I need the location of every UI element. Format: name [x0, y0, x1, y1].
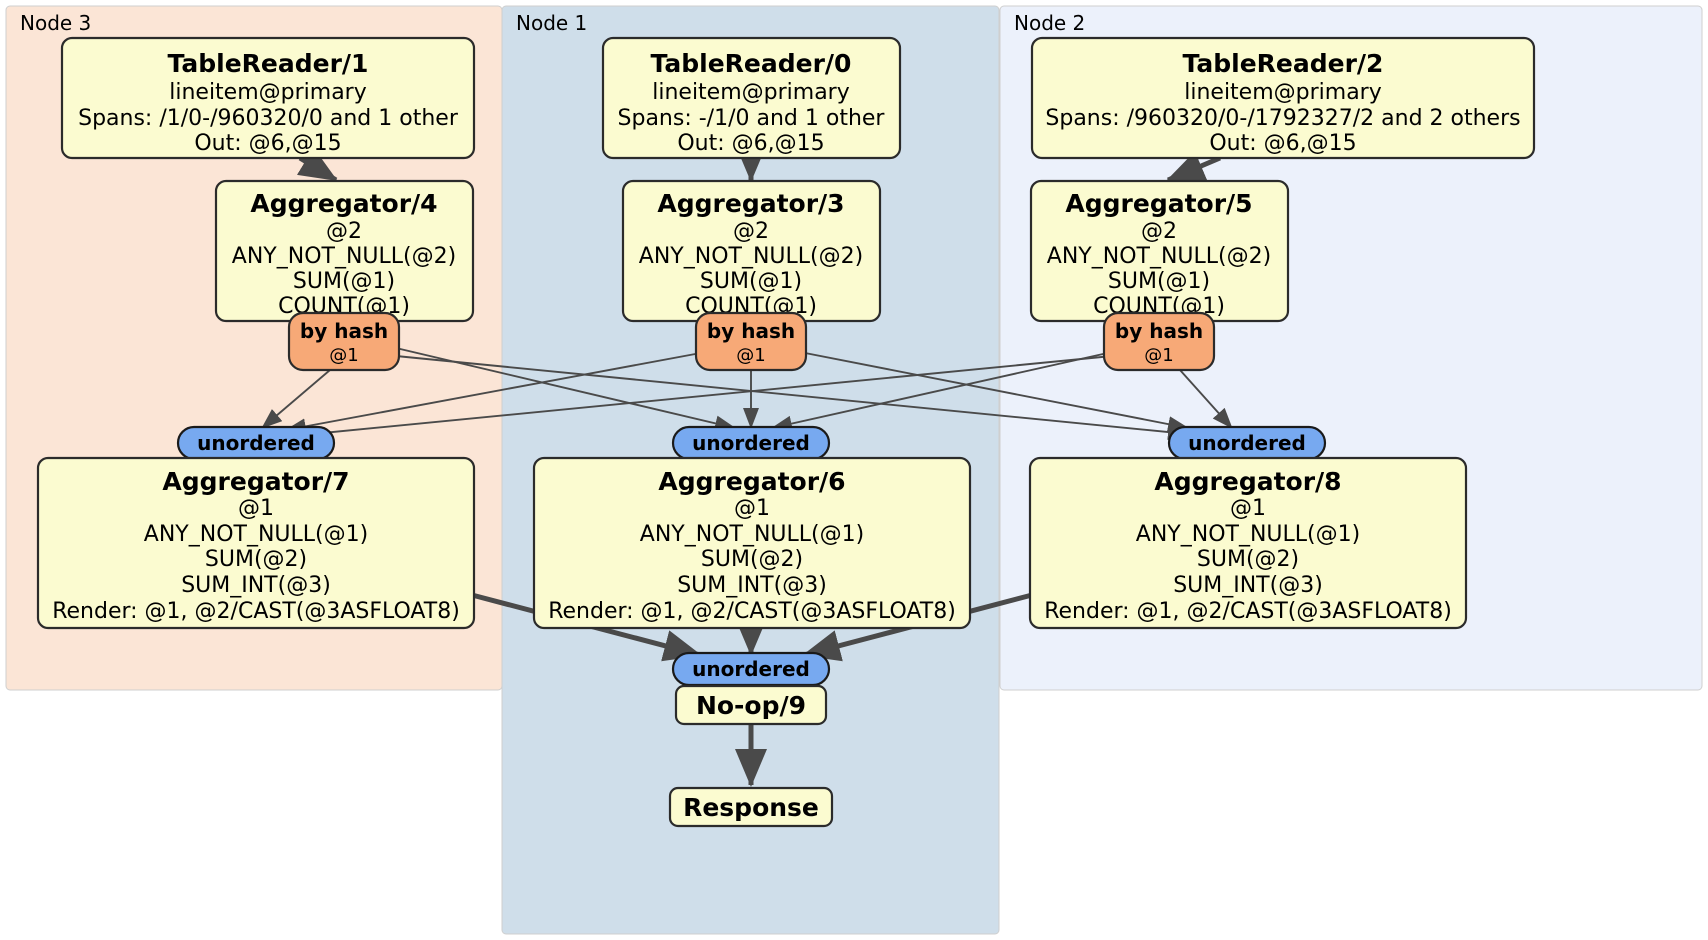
byhash3-sub: @1: [736, 345, 765, 366]
aggregator7-box[interactable]: [36, 456, 476, 630]
aggregator6-title: Aggregator/6: [658, 467, 845, 496]
aggregator6-line-2: SUM(@2): [701, 547, 803, 572]
router-byhash5[interactable]: by hash @1: [1102, 311, 1216, 372]
sync-unordered6[interactable]: unordered: [671, 425, 831, 461]
panel-node1-label: Node 1: [516, 11, 587, 35]
edge-byhash5-unordered8: [1179, 369, 1233, 429]
aggregator7-title: Aggregator/7: [162, 467, 349, 496]
sync-unordered9[interactable]: unordered: [671, 651, 831, 687]
aggregator8-title: Aggregator/8: [1154, 467, 1341, 496]
tablereader0-line-0: lineitem@primary: [652, 80, 850, 105]
processor-aggregator3[interactable]: Aggregator/3 @2 ANY_NOT_NULL(@2) SUM(@1)…: [621, 179, 882, 323]
sync-unordered7[interactable]: unordered: [176, 425, 336, 461]
unordered8-label: unordered: [1188, 431, 1306, 455]
edge-tablereader2-aggregator5: [1166, 151, 1221, 183]
panel-node2-label: Node 2: [1014, 11, 1085, 35]
aggregator7-line-4: Render: @1, @2/CAST(@3ASFLOAT8): [52, 599, 460, 624]
processor-tablereader0[interactable]: TableReader/0 lineitem@primary Spans: -/…: [601, 36, 902, 160]
router-byhash3[interactable]: by hash @1: [694, 311, 808, 372]
tablereader0-line-1: Spans: -/1/0 and 1 other: [618, 106, 886, 131]
aggregator5-line-1: ANY_NOT_NULL(@2): [1047, 244, 1271, 269]
aggregator5-title: Aggregator/5: [1065, 189, 1252, 218]
aggregator4-line-2: SUM(@1): [293, 269, 395, 294]
aggregator7-line-2: SUM(@2): [205, 547, 307, 572]
byhash4-sub: @1: [329, 345, 358, 366]
tablereader1-line-0: lineitem@primary: [169, 80, 367, 105]
processor-tablereader1[interactable]: TableReader/1 lineitem@primary Spans: /1…: [60, 36, 476, 160]
aggregator7-line-3: SUM_INT(@3): [181, 573, 331, 598]
aggregator6-line-1: ANY_NOT_NULL(@1): [640, 522, 864, 547]
edge-tablereader1-aggregator4: [296, 147, 338, 183]
aggregator4-line-1: ANY_NOT_NULL(@2): [232, 244, 456, 269]
aggregator3-line-0: @2: [733, 219, 769, 244]
aggregator8-line-2: SUM(@2): [1197, 547, 1299, 572]
aggregator6-line-4: Render: @1, @2/CAST(@3ASFLOAT8): [548, 599, 956, 624]
tablereader2-line-2: Out: @6,@15: [1209, 131, 1356, 156]
edges-hash-to-unordered: [261, 347, 1233, 443]
edge-byhash4-unordered7: [261, 369, 331, 429]
tablereader2-line-0: lineitem@primary: [1184, 80, 1382, 105]
byhash5-label: by hash: [1115, 319, 1203, 343]
byhash5-sub: @1: [1144, 345, 1173, 366]
unordered9-label: unordered: [692, 657, 810, 681]
router-byhash4[interactable]: by hash @1: [287, 311, 401, 372]
processor-aggregator7[interactable]: Aggregator/7 @1 ANY_NOT_NULL(@1) SUM(@2)…: [36, 456, 476, 630]
byhash4-label: by hash: [300, 319, 388, 343]
edge-byhash3-unordered8: [799, 351, 1189, 432]
tablereader1-line-1: Spans: /1/0-/960320/0 and 1 other: [78, 106, 459, 131]
tablereader2-title: TableReader/2: [1183, 49, 1384, 78]
byhash5-pill[interactable]: [1102, 311, 1216, 372]
aggregator4-title: Aggregator/4: [250, 189, 437, 218]
aggregator6-box[interactable]: [532, 456, 972, 630]
aggregator7-line-0: @1: [238, 496, 274, 521]
tablereader0-line-2: Out: @6,@15: [677, 131, 824, 156]
sync-unordered8[interactable]: unordered: [1167, 425, 1327, 461]
processor-aggregator8[interactable]: Aggregator/8 @1 ANY_NOT_NULL(@1) SUM(@2)…: [1028, 456, 1468, 630]
unordered7-label: unordered: [197, 431, 315, 455]
response-title: Response: [683, 793, 819, 822]
edge-byhash5-unordered7: [291, 355, 1113, 443]
tablereader0-title: TableReader/0: [651, 49, 852, 78]
aggregator8-line-1: ANY_NOT_NULL(@1): [1136, 522, 1360, 547]
aggregator5-line-2: SUM(@1): [1108, 269, 1210, 294]
byhash3-pill[interactable]: [694, 311, 808, 372]
edge-byhash3-unordered7: [285, 351, 707, 435]
noop9-box[interactable]: [674, 684, 828, 726]
tablereader1-box[interactable]: [60, 36, 476, 160]
aggregator8-line-4: Render: @1, @2/CAST(@3ASFLOAT8): [1044, 599, 1452, 624]
tablereader1-line-2: Out: @6,@15: [194, 131, 341, 156]
aggregator8-line-3: SUM_INT(@3): [1173, 573, 1323, 598]
edge-byhash4-unordered8: [395, 355, 1189, 440]
processor-aggregator6[interactable]: Aggregator/6 @1 ANY_NOT_NULL(@1) SUM(@2)…: [532, 456, 972, 630]
noop9-title: No-op/9: [696, 691, 806, 720]
aggregator4-line-0: @2: [326, 219, 362, 244]
aggregator6-line-0: @1: [734, 496, 770, 521]
aggregator3-line-1: ANY_NOT_NULL(@2): [639, 244, 863, 269]
processor-aggregator4[interactable]: Aggregator/4 @2 ANY_NOT_NULL(@2) SUM(@1)…: [214, 179, 475, 323]
tablereader2-line-1: Spans: /960320/0-/1792327/2 and 2 others: [1045, 106, 1520, 131]
aggregator8-box[interactable]: [1028, 456, 1468, 630]
aggregator7-line-1: ANY_NOT_NULL(@1): [144, 522, 368, 547]
byhash3-label: by hash: [707, 319, 795, 343]
aggregator8-line-0: @1: [1230, 496, 1266, 521]
processor-noop9[interactable]: No-op/9: [674, 684, 828, 726]
tablereader2-box[interactable]: [1030, 36, 1536, 160]
aggregator5-line-0: @2: [1141, 219, 1177, 244]
tablereader1-title: TableReader/1: [168, 49, 369, 78]
processor-response[interactable]: Response: [668, 786, 834, 828]
edge-byhash5-unordered6: [771, 351, 1113, 432]
tablereader0-box[interactable]: [601, 36, 902, 160]
byhash4-pill[interactable]: [287, 311, 401, 372]
aggregator3-title: Aggregator/3: [657, 189, 844, 218]
response-box[interactable]: [668, 786, 834, 828]
aggregator3-line-2: SUM(@1): [700, 269, 802, 294]
unordered6-label: unordered: [692, 431, 810, 455]
aggregator6-line-3: SUM_INT(@3): [677, 573, 827, 598]
processor-tablereader2[interactable]: TableReader/2 lineitem@primary Spans: /9…: [1030, 36, 1536, 160]
edges-tablereader-to-aggregator: [296, 144, 1221, 183]
panel-node3-label: Node 3: [20, 11, 91, 35]
processor-aggregator5[interactable]: Aggregator/5 @2 ANY_NOT_NULL(@2) SUM(@1)…: [1029, 179, 1290, 323]
